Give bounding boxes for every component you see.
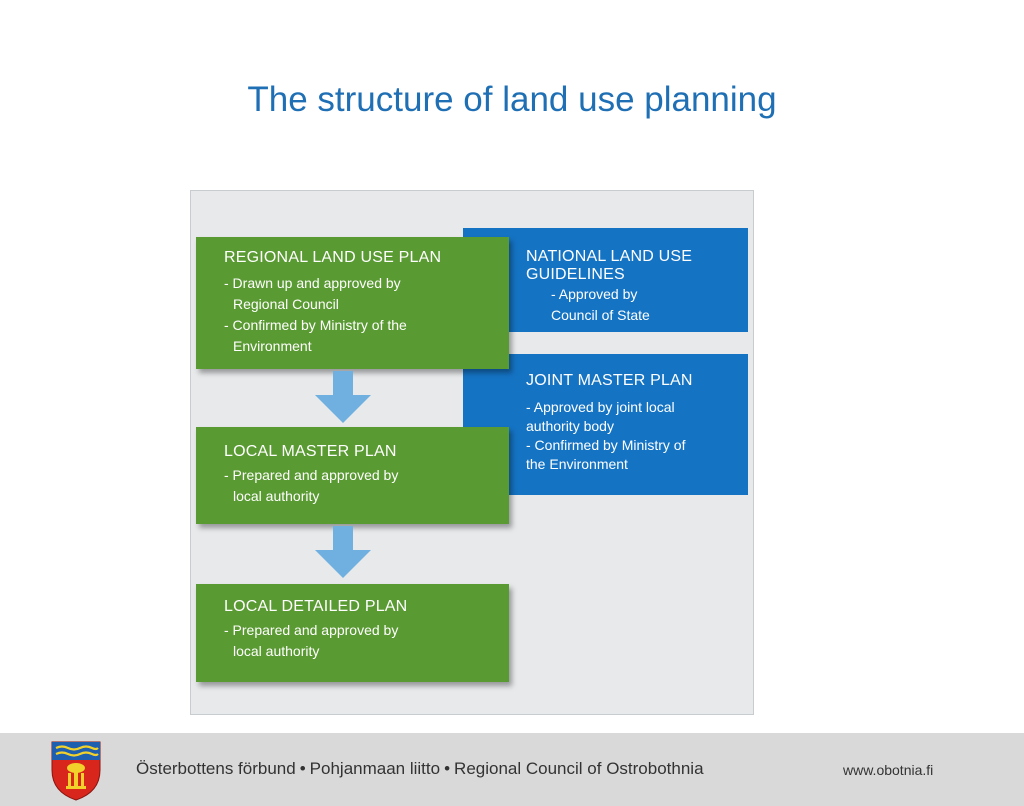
regional-line: - Drawn up and approved by [224, 275, 401, 291]
footer-org-en: Regional Council of Ostrobothnia [454, 759, 704, 778]
footer-org-fi: Pohjanmaan liitto [309, 759, 441, 778]
local-detailed-line: local authority [233, 643, 320, 659]
footer-separator: • [444, 759, 451, 778]
regional-line: - Confirmed by Ministry of the [224, 317, 407, 333]
coat-of-arms-icon [51, 741, 101, 801]
arrow-down-icon [315, 371, 371, 423]
local-master-line: local authority [233, 488, 320, 504]
local-master-plan-box: LOCAL MASTER PLAN - Prepared and approve… [196, 427, 509, 524]
local-detailed-lines: - Prepared and approved by local authori… [224, 620, 509, 662]
national-lines: - Approved by Council of State [526, 284, 748, 326]
slide-title: The structure of land use planning [247, 80, 777, 119]
national-title-line2: GUIDELINES [526, 266, 625, 283]
joint-title: JOINT MASTER PLAN [526, 372, 693, 389]
national-line: - Approved by [551, 286, 638, 302]
arrow-down-icon [315, 526, 371, 578]
regional-lines: - Drawn up and approved by Regional Coun… [224, 273, 509, 357]
national-line: Council of State [551, 307, 650, 323]
joint-master-plan-box: JOINT MASTER PLAN - Approved by joint lo… [463, 354, 748, 495]
joint-line: - Approved by joint local [526, 399, 675, 415]
local-detailed-title: LOCAL DETAILED PLAN [224, 598, 408, 615]
local-master-lines: - Prepared and approved by local authori… [224, 465, 509, 507]
regional-title: REGIONAL LAND USE PLAN [224, 249, 442, 266]
regional-land-use-plan-box: REGIONAL LAND USE PLAN - Drawn up and ap… [196, 237, 509, 369]
joint-line: - Confirmed by Ministry of [526, 437, 686, 453]
footer-org-sv: Österbottens förbund [136, 759, 296, 778]
footer-url[interactable]: www.obotnia.fi [843, 762, 934, 778]
national-title-line1: NATIONAL LAND USE [526, 248, 693, 265]
local-master-title: LOCAL MASTER PLAN [224, 443, 397, 460]
joint-line: the Environment [526, 456, 628, 472]
local-master-line: - Prepared and approved by [224, 467, 399, 483]
footer-organizations: Österbottens förbund•Pohjanmaan liitto•R… [136, 759, 704, 779]
regional-line: Environment [233, 338, 312, 354]
local-detailed-line: - Prepared and approved by [224, 622, 399, 638]
joint-line: authority body [526, 418, 614, 434]
national-guidelines-box: NATIONAL LAND USE GUIDELINES - Approved … [463, 228, 748, 332]
footer: Österbottens förbund•Pohjanmaan liitto•R… [0, 733, 1024, 806]
footer-separator: • [299, 759, 306, 778]
planning-diagram: NATIONAL LAND USE GUIDELINES - Approved … [190, 190, 754, 715]
local-detailed-plan-box: LOCAL DETAILED PLAN - Prepared and appro… [196, 584, 509, 682]
joint-lines: - Approved by joint local authority body… [526, 398, 748, 474]
regional-line: Regional Council [233, 296, 339, 312]
